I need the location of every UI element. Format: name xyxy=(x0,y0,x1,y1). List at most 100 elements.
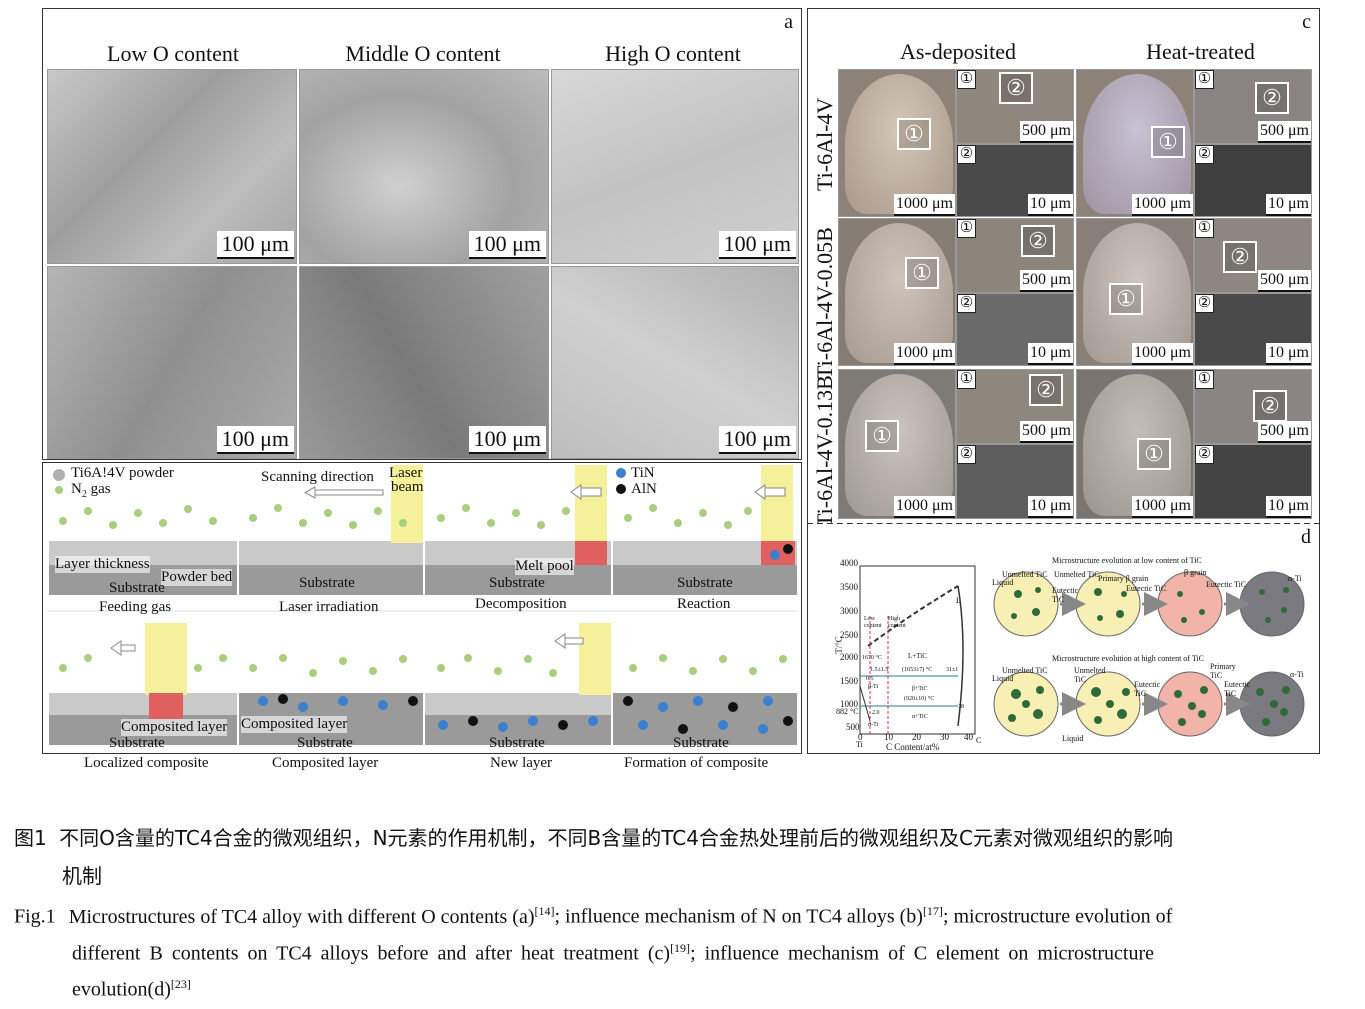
step-label-reaction: Reaction xyxy=(677,596,731,612)
marker-2: ② xyxy=(957,294,976,313)
scale-bar: 1000 μm xyxy=(893,496,955,518)
legend-n2-gas: N2 gas xyxy=(71,481,111,500)
composited-layer-label-2: Composited layer xyxy=(241,716,348,733)
panel-b: b xyxy=(42,462,802,754)
caption-en-line3: evolution(d)[23] xyxy=(72,966,191,1009)
micro-ti64-005b-ad-10: ② 10 μm xyxy=(956,293,1074,366)
powder-bed-label: Powder bed xyxy=(161,569,233,586)
label-primary-tic-high: Primary TiC xyxy=(1210,662,1236,680)
label-alpha-ti-high: α-Ti xyxy=(1290,670,1304,679)
marker-2: ② xyxy=(957,145,976,164)
pd-c-label: C xyxy=(976,736,982,745)
low-tic-title: Microstructure evolution at low content … xyxy=(1052,556,1202,565)
caption-en-line2a: different B contents on TC4 alloys befor… xyxy=(72,942,671,965)
label-alpha-ti-low: α-Ti xyxy=(1288,574,1302,583)
legend-tin: TiN xyxy=(631,465,655,481)
marker-1: ① xyxy=(1195,370,1214,389)
marker-1: ① xyxy=(1137,438,1171,470)
micrograph-high-o-2: 100 μm xyxy=(551,266,799,459)
pd-ytick-1500: 1500 xyxy=(840,676,858,686)
pd-xtick-40: 40 xyxy=(964,732,973,742)
pd-high-content: High content xyxy=(888,616,906,629)
marker-1: ① xyxy=(1151,126,1185,158)
marker-2: ② xyxy=(1255,82,1289,114)
marker-2: ② xyxy=(1029,374,1063,406)
macro-ti64-013b-heat-treated: ① 1000 μm xyxy=(1076,369,1194,519)
marker-2: ② xyxy=(1195,145,1214,164)
pd-ytick-2000: 2000 xyxy=(840,652,858,662)
marker-2: ② xyxy=(1021,225,1055,257)
label-unmelted-tic-high-2: Unmelted TiC xyxy=(1074,666,1106,684)
scale-bar: 10 μm xyxy=(1265,194,1311,216)
marker-1: ① xyxy=(957,219,976,238)
laser-beam-label-1: Laser xyxy=(389,465,423,481)
pd-L: L xyxy=(956,596,961,605)
panel-c: c As-deposited Heat-treated Ti-6Al-4V Ti… xyxy=(807,8,1320,527)
label-liquid-high-2: Liquid xyxy=(1062,734,1084,743)
marker-1: ① xyxy=(897,118,931,150)
panel-a-label: a xyxy=(784,11,793,33)
pd-ytick-3500: 3500 xyxy=(840,582,858,592)
scale-bar: 500 μm xyxy=(1257,421,1311,443)
pd-xlabel: C Content/at% xyxy=(886,742,940,752)
scale-bar: 100 μm xyxy=(216,426,294,454)
panel-d: d 4000 3500 3000 2500 2000 1500 1000 500… xyxy=(807,524,1320,754)
scale-bar: 500 μm xyxy=(1019,421,1073,443)
laser-beam-label-2: beam xyxy=(391,479,424,495)
step-label-composited-layer: Composited layer xyxy=(272,755,379,771)
pd-v2: 38 xyxy=(958,704,964,710)
micrograph-high-o-1: 100 μm xyxy=(551,69,799,264)
step-new-layer xyxy=(425,623,611,745)
aln-legend-icon xyxy=(616,484,626,494)
micro-ti64-005b-ht-500: ① ② 500 μm xyxy=(1194,218,1312,293)
caption-cn-text: 不同O含量的TC4合金的微观组织，N元素的作用机制，不同B含量的TC4合金热处理… xyxy=(59,826,1173,850)
macro-ti64-as-deposited: ① 1000 μm xyxy=(838,69,956,217)
panel-c-label: c xyxy=(1302,11,1311,33)
pd-L-TiC: L+TiC xyxy=(908,652,927,660)
pd-ti-label: Ti xyxy=(856,740,863,749)
high-tic-title: Microstructure evolution at high content… xyxy=(1052,654,1204,663)
label-liquid-low: Liquid xyxy=(992,578,1014,587)
substrate-label-3: Substrate xyxy=(489,575,545,591)
pd-xtick-20: 20 xyxy=(912,732,921,742)
tin-legend-icon xyxy=(616,468,626,478)
label-beta-grain-low: β grain xyxy=(1184,568,1207,577)
scanning-direction-label: Scanning direction xyxy=(261,469,374,485)
caption-en-label: Fig.1 xyxy=(14,905,56,928)
marker-1: ① xyxy=(1195,219,1214,238)
label-unmelted-tic-low: Unmelted TiC xyxy=(1002,570,1048,579)
step-reaction xyxy=(613,465,797,595)
pd-xtick-0: 0 xyxy=(858,732,863,742)
row-label-ti64-013b: Ti-6Al-4V-0.13B xyxy=(812,375,837,527)
caption-en-part1: Microstructures of TC4 alloy with differ… xyxy=(68,905,535,928)
marker-1: ① xyxy=(957,70,976,89)
marker-1: ① xyxy=(1109,283,1143,315)
pd-v1: 31±1 xyxy=(946,667,959,673)
marker-2: ② xyxy=(1195,445,1214,464)
label-unmelted-tic-low-2: Unmelted TiC xyxy=(1054,570,1100,579)
step-laser-irradiation xyxy=(239,465,423,595)
caption-en-line2: different B contents on TC4 alloys befor… xyxy=(72,930,1352,973)
macro-ti64-013b-as-deposited: ① 1000 μm xyxy=(838,369,956,519)
pd-beta-TiC: β+TiC xyxy=(912,686,928,692)
pd-t2: (920±10) °C xyxy=(904,696,935,702)
legend-aln: AlN xyxy=(631,481,657,497)
micrograph-low-o-2: 100 μm xyxy=(47,266,297,459)
scale-bar: 500 μm xyxy=(1257,270,1311,292)
pd-alpha-TiC: α+TiC xyxy=(912,714,928,720)
pd-ytick-500: 500 xyxy=(846,722,860,732)
col-title-low-o: Low O content xyxy=(107,41,239,66)
row-label-ti64: Ti-6Al-4V xyxy=(812,97,837,191)
label-eutectic-tic-low-3: Eutectic TiC xyxy=(1206,580,1247,589)
caption-en-part3: ; microstructure evolution of xyxy=(942,905,1173,928)
micro-ti64-005b-ad-500: ① ② 500 μm xyxy=(956,218,1074,293)
label-eutectic-tic-high: Eutectic TiC xyxy=(1134,680,1161,698)
macro-ti64-005b-heat-treated: ① 1000 μm xyxy=(1076,218,1194,366)
caption-cn: 图1 不同O含量的TC4合金的微观组织，N元素的作用机制，不同B含量的TC4合金… xyxy=(14,820,1354,857)
step-label-laser-irradiation: Laser irradiation xyxy=(279,599,379,615)
gas-suffix: gas xyxy=(86,481,111,497)
marker-2: ② xyxy=(957,445,976,464)
pd-t882: 882 °C xyxy=(836,707,859,716)
scale-bar: 1000 μm xyxy=(1131,343,1193,365)
scale-bar: 100 μm xyxy=(468,426,546,454)
